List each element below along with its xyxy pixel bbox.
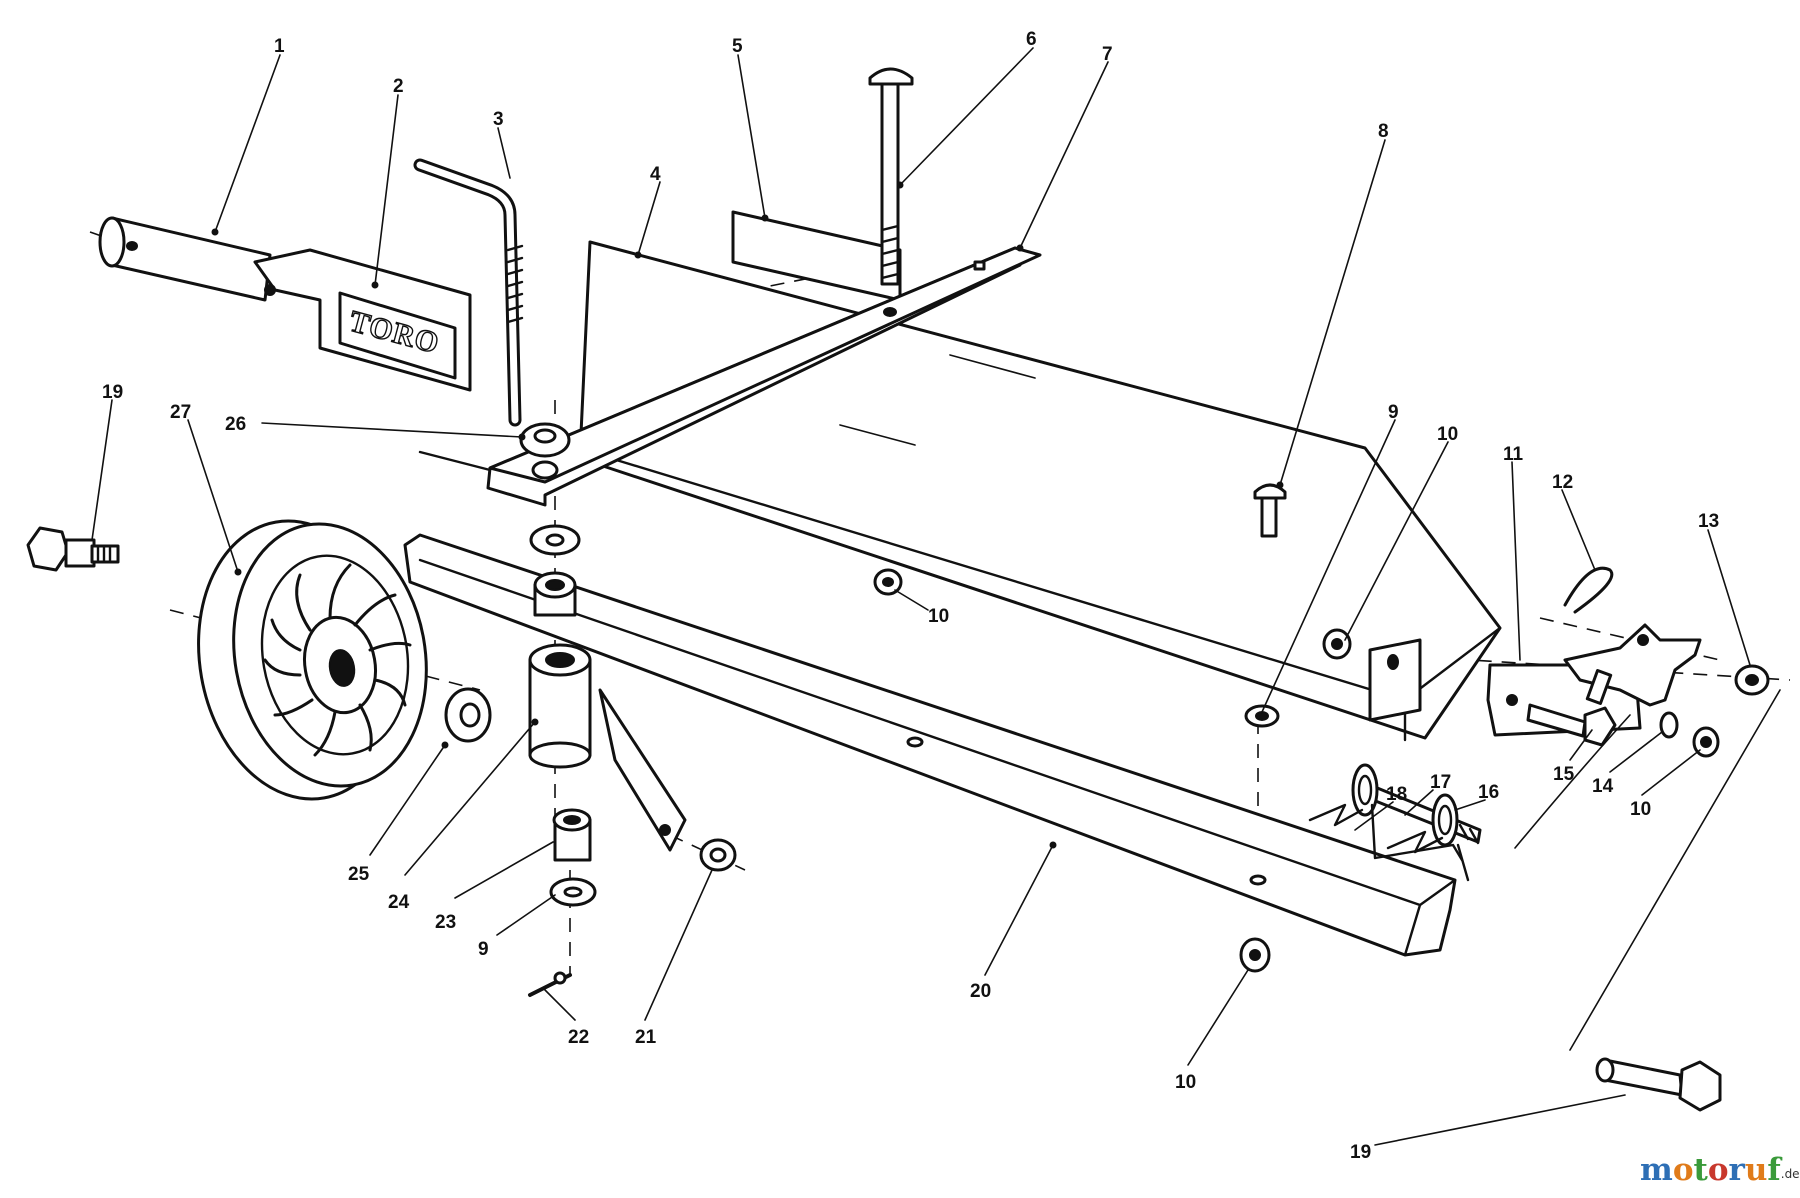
- callout-7: 7: [1102, 44, 1113, 65]
- spring-18: [1308, 763, 1379, 827]
- callout-17: 17: [1430, 772, 1451, 793]
- callout-6: 6: [1026, 29, 1037, 50]
- watermark-logo: motoruf.de: [1640, 1152, 1800, 1188]
- watermark-suffix: .de: [1781, 1167, 1800, 1181]
- bushing-top: [533, 571, 577, 617]
- callout-3: 3: [493, 109, 504, 130]
- wheel: [197, 519, 428, 801]
- nut-21: [699, 838, 737, 872]
- end-bracket: [1368, 638, 1422, 722]
- cotter-pin-22: [528, 971, 572, 997]
- callout-1: 1: [274, 36, 285, 57]
- nut-10-center: [873, 568, 903, 596]
- callout-8: 8: [1378, 121, 1389, 142]
- watermark-letter: m: [1640, 1152, 1673, 1188]
- handle-tube: [98, 216, 272, 302]
- watermark-letter: o: [1673, 1152, 1694, 1188]
- nut-10-lower: [1239, 937, 1271, 973]
- nut-13: [1734, 664, 1770, 696]
- callout-16: 16: [1478, 782, 1499, 803]
- callout-26: 26: [225, 414, 246, 435]
- callout-4: 4: [650, 164, 661, 185]
- washer-25: [444, 687, 492, 743]
- shoulder-bolt-left: [26, 526, 120, 572]
- shoulder-bolt-right: [1595, 1057, 1722, 1112]
- callout-24: 24: [388, 892, 410, 913]
- washer-9-lower: [549, 877, 597, 907]
- callout-2: 2: [393, 76, 404, 97]
- callout-19-right: 19: [1350, 1142, 1371, 1163]
- bolt-8: [1253, 483, 1287, 538]
- nut-10-side: [1322, 628, 1352, 660]
- cross-bar: [486, 246, 1042, 507]
- latch-bracket: [1563, 623, 1702, 707]
- callout-15: 15: [1553, 764, 1575, 785]
- washer-14: [1659, 711, 1679, 739]
- watermark-letter: u: [1745, 1152, 1768, 1188]
- callout-labels: 1 2 3 4 5 6 7 8 9 10 11 12 13 19 27 26 1…: [102, 29, 1719, 1163]
- spring-16: [1370, 793, 1470, 882]
- callout-18: 18: [1386, 784, 1407, 805]
- frame-rail: [403, 533, 1457, 957]
- nut-10-right: [1692, 726, 1720, 758]
- watermark-letter: o: [1708, 1152, 1729, 1188]
- hairpin-clip: [1563, 566, 1614, 614]
- callout-14: 14: [1592, 776, 1614, 797]
- callout-10-lower: 10: [1175, 1072, 1196, 1093]
- watermark-letter: r: [1729, 1152, 1746, 1188]
- callout-10-right: 10: [1630, 799, 1651, 820]
- callout-25: 25: [348, 864, 370, 885]
- callout-11: 11: [1503, 444, 1524, 465]
- watermark-text: motoruf.de: [1640, 1152, 1800, 1188]
- callout-21: 21: [635, 1027, 657, 1048]
- callout-19-left: 19: [102, 382, 123, 403]
- bushing-23: [552, 808, 592, 862]
- watermark-letter: f: [1767, 1152, 1782, 1188]
- callout-10-center: 10: [928, 606, 949, 627]
- washer-top: [529, 524, 581, 556]
- spindle-24: [528, 643, 687, 852]
- bent-rod: [413, 158, 524, 427]
- callout-9-lower: 9: [478, 939, 489, 960]
- nut-26: [418, 422, 571, 480]
- callout-10: 10: [1437, 424, 1458, 445]
- brand-bracket: TORO: [253, 248, 472, 392]
- callout-5: 5: [732, 36, 743, 57]
- callout-12: 12: [1552, 472, 1573, 493]
- watermark-letter: t: [1694, 1152, 1709, 1188]
- callout-9: 9: [1388, 402, 1399, 423]
- callout-13: 13: [1698, 511, 1719, 532]
- callout-20: 20: [970, 981, 991, 1002]
- carriage-bolt-top: [868, 67, 914, 286]
- washer-9-upper: [1244, 704, 1280, 728]
- callout-23: 23: [435, 912, 456, 933]
- leader-lines: [91, 47, 1781, 1146]
- bolt-15: [1526, 669, 1617, 747]
- callout-22: 22: [568, 1027, 589, 1048]
- callout-27: 27: [170, 402, 191, 423]
